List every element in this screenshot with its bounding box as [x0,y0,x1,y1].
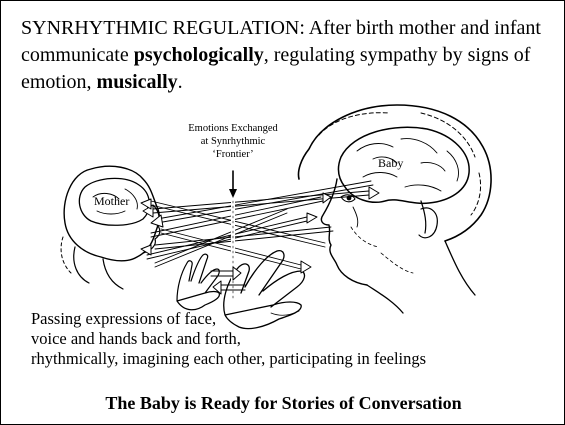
mother-head-drawing [298,105,491,313]
infant-hand-drawing [177,254,219,310]
caption-line-1: Passing expressions of face, [31,309,551,329]
infant-head-drawing [61,166,160,289]
infant-head-outline [64,166,159,261]
mother-label: Mother [94,194,129,208]
mother-hair [298,105,491,241]
mother-brainstem [421,201,426,233]
caption-line-2: voice and hands back and forth, [31,329,551,349]
callout-label: Emotions Exchanged at Synrhythmic ‘Front… [188,123,278,160]
mother-neck [367,241,475,313]
baby-label: Baby [378,156,403,170]
caption-line-3: rhythmically, imagining each other, part… [31,349,551,369]
callout-line-3: ‘Frontier’ [212,149,253,160]
infant-shoulder [74,247,123,289]
exchange-lines [147,181,373,269]
callout-line-2: at Synrhythmic [201,136,266,147]
hand-exchange-arrows [211,267,245,294]
caption: Passing expressions of face, voice and h… [31,309,551,369]
mother-ear [419,208,437,238]
callout-arrow [229,171,237,198]
conclusion-title: The Baby is Ready for Stories of Convers… [1,393,565,414]
callout-line-1: Emotions Exchanged [188,123,278,134]
